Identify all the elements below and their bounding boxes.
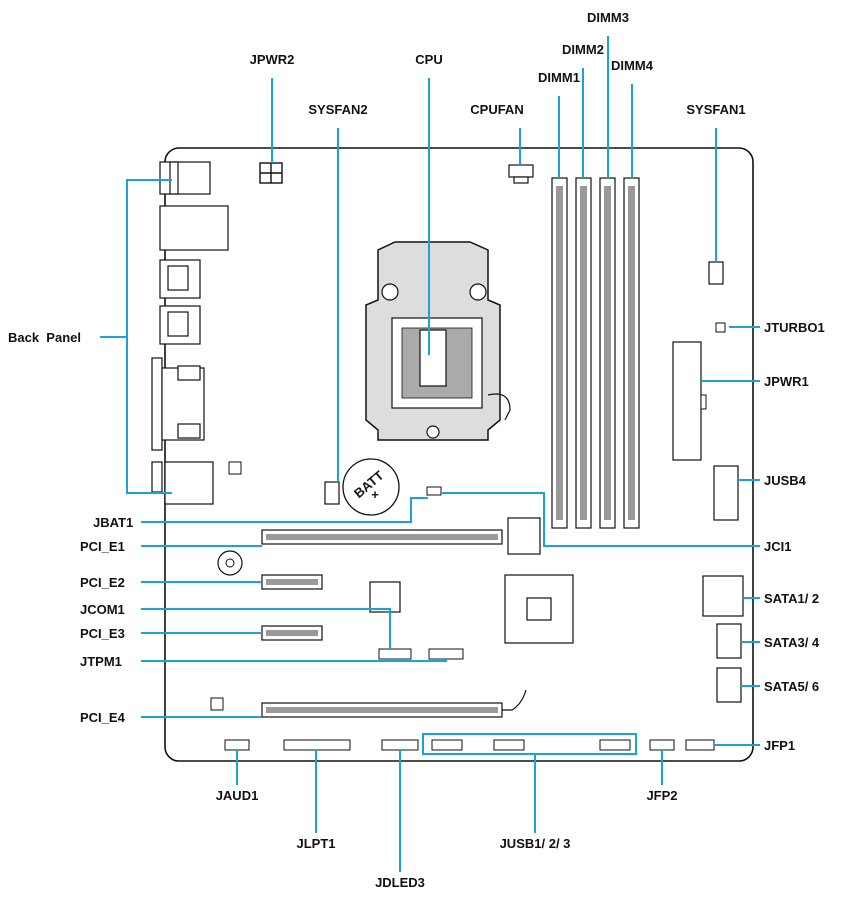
label-pci-e3: PCI_E3	[80, 626, 125, 641]
label-back-panel: Back Panel	[8, 330, 81, 345]
sysfan1-header	[708, 261, 724, 285]
label-sysfan1: SYSFAN1	[686, 102, 745, 117]
jfp1-header	[685, 739, 715, 751]
jusb1-header	[431, 739, 463, 751]
pci-e1-slot	[261, 517, 541, 555]
sata56-connector	[716, 667, 742, 703]
jpwr1-connector	[672, 341, 702, 461]
jlpt1-header	[283, 739, 351, 751]
label-sysfan2: SYSFAN2	[308, 102, 367, 117]
back-panel-connectors	[151, 161, 229, 505]
chipset	[504, 574, 574, 644]
sysfan2-header	[324, 481, 340, 505]
label-dimm4: DIMM4	[611, 58, 654, 73]
label-jlpt1: JLPT1	[296, 836, 335, 851]
label-jci1: JCI1	[764, 539, 791, 554]
label-sata12: SATA1/ 2	[764, 591, 819, 606]
pci-e4-slot	[261, 689, 527, 718]
board-outline	[164, 147, 754, 762]
pci-e2-slot	[261, 574, 323, 590]
label-pci-e1: PCI_E1	[80, 539, 125, 554]
label-jfp2: JFP2	[646, 788, 677, 803]
label-jdled3: JDLED3	[375, 875, 425, 890]
component-labels: DIMM3 JPWR2 CPU DIMM2 DIMM4 DIMM1 SYSFAN…	[8, 10, 825, 890]
label-jaud1: JAUD1	[216, 788, 259, 803]
jfp2-header	[649, 739, 675, 751]
label-jusb123: JUSB1/ 2/ 3	[500, 836, 571, 851]
label-jbat1: JBAT1	[93, 515, 133, 530]
label-sata34: SATA3/ 4	[764, 635, 820, 650]
jusb3-header	[599, 739, 631, 751]
bottom-headers	[224, 739, 715, 751]
sata12-connector	[702, 575, 744, 617]
jturbo1-header	[715, 322, 726, 333]
label-jcom1: JCOM1	[80, 602, 125, 617]
label-cpu: CPU	[415, 52, 442, 67]
cpu-socket	[365, 241, 511, 441]
label-jtpm1: JTPM1	[80, 654, 122, 669]
label-pci-e4: PCI_E4	[80, 710, 126, 725]
jaud1-header	[224, 739, 250, 751]
label-dimm2: DIMM2	[562, 42, 604, 57]
dimm-slots	[551, 177, 640, 529]
label-jusb4: JUSB4	[764, 473, 807, 488]
jcom1-header	[378, 648, 412, 660]
label-jpwr1: JPWR1	[764, 374, 809, 389]
pci-e3-slot	[261, 625, 323, 641]
label-pci-e2: PCI_E2	[80, 575, 125, 590]
jusb4-header	[713, 465, 739, 521]
jusb2-header	[493, 739, 525, 751]
label-jfp1: JFP1	[764, 738, 795, 753]
jpwr2-connector	[259, 162, 283, 184]
jdled3-header	[381, 739, 419, 751]
battery-polarity: +	[371, 487, 379, 502]
label-cpufan: CPUFAN	[470, 102, 523, 117]
cmos-battery: BATT +	[342, 458, 400, 516]
label-dimm1: DIMM1	[538, 70, 580, 85]
jtpm1-header	[428, 648, 464, 660]
label-jturbo1: JTURBO1	[764, 320, 825, 335]
label-jpwr2: JPWR2	[250, 52, 295, 67]
sata34-connector	[716, 623, 742, 659]
label-sata56: SATA5/ 6	[764, 679, 819, 694]
label-dimm3: DIMM3	[587, 10, 629, 25]
leader-lines	[100, 36, 760, 872]
